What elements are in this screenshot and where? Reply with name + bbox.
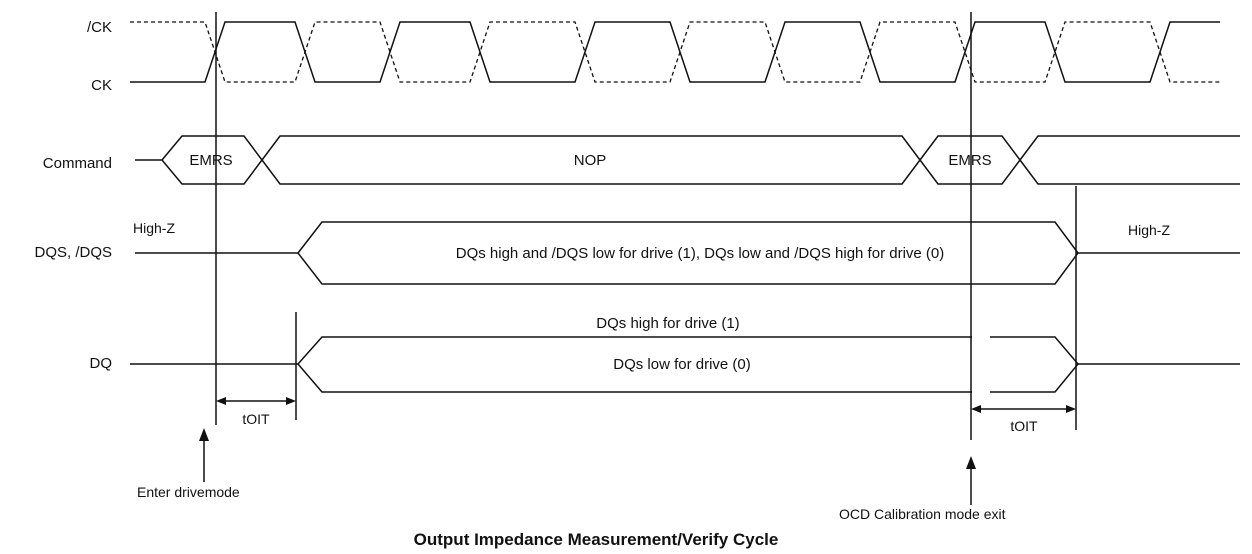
dq-high-label: DQs high for drive (1) — [596, 315, 739, 332]
enter-event-arrow — [199, 428, 209, 482]
ck-n-waveform — [130, 21, 1220, 83]
command-nop-label: NOP — [574, 152, 607, 169]
toit-right-arrow — [971, 405, 1076, 413]
dqs-highz-left-label: High-Z — [133, 220, 175, 236]
dqs-drive-label: DQs high and /DQS low for drive (1), DQs… — [456, 245, 945, 262]
dq-low-label: DQs low for drive (0) — [613, 356, 751, 373]
ck-waveform — [130, 21, 1220, 83]
toit-right-label: tOIT — [1010, 418, 1038, 434]
exit-event-label: OCD Calibration mode exit — [839, 506, 1006, 522]
signal-label-dq: DQ — [90, 355, 113, 372]
signal-label-ck-n: /CK — [87, 19, 112, 36]
toit-left-arrow — [216, 397, 296, 405]
enter-event-label: Enter drivemode — [137, 484, 240, 500]
dqs-highz-right-label: High-Z — [1128, 222, 1170, 238]
signal-label-ck: CK — [91, 77, 112, 94]
command-emrs-exit-label: EMRS — [948, 152, 991, 169]
command-trailing-bus — [1019, 135, 1240, 185]
exit-event-arrow — [966, 456, 976, 505]
toit-left-label: tOIT — [242, 411, 270, 427]
signal-label-dqs: DQS, /DQS — [34, 244, 112, 261]
diagram-title: Output Impedance Measurement/Verify Cycl… — [414, 530, 779, 549]
command-emrs-enter-label: EMRS — [189, 152, 232, 169]
signal-label-command: Command — [43, 155, 112, 172]
